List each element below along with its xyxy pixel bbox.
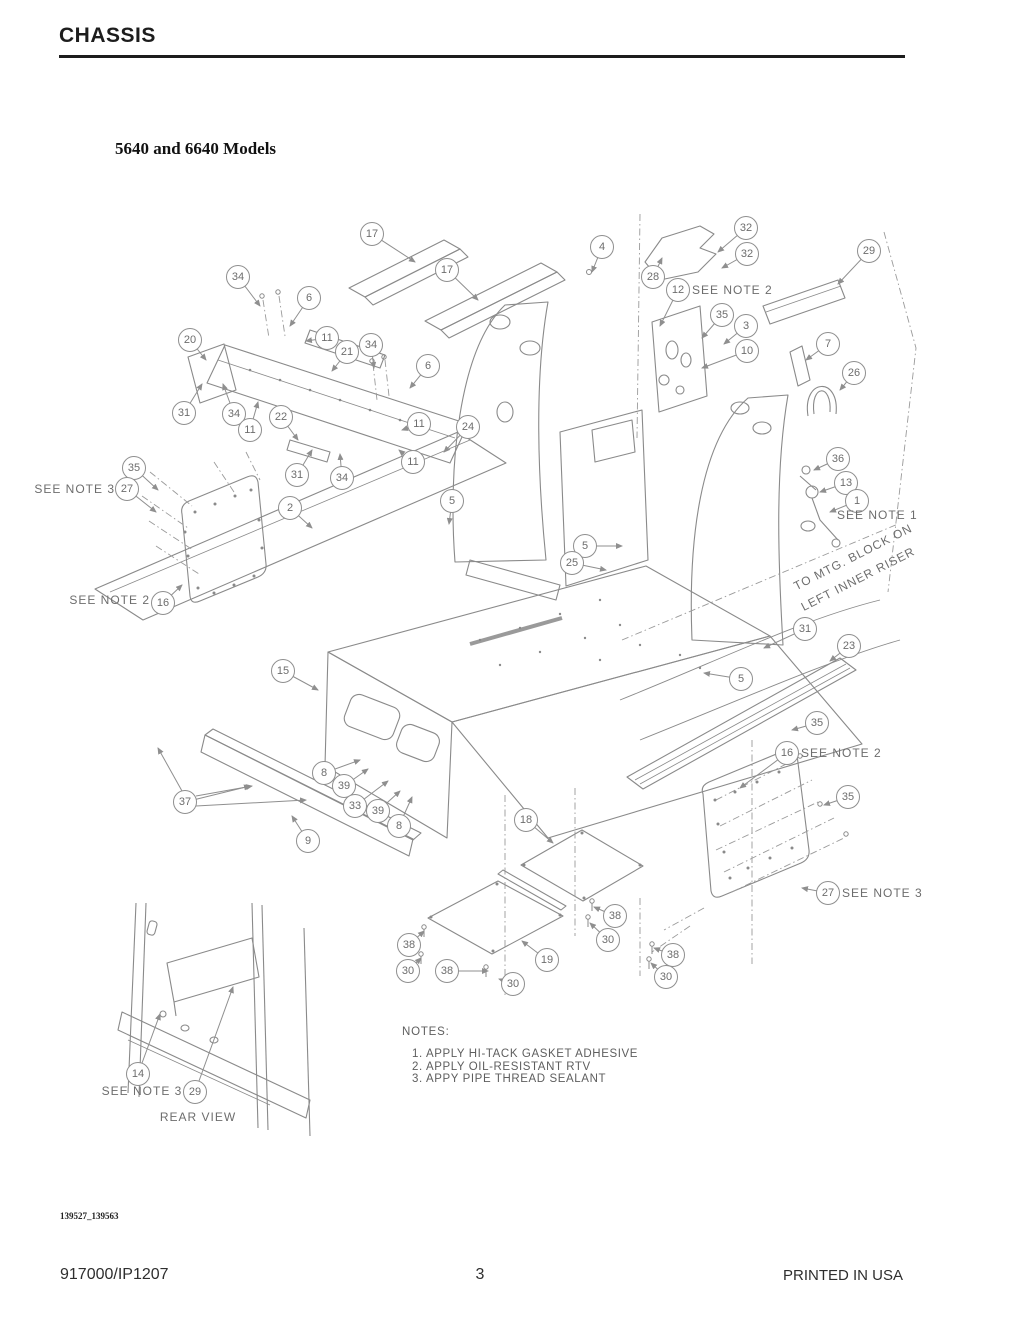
callout-6: 6: [297, 286, 321, 310]
callout-16: 16: [775, 741, 799, 765]
callout-29: 29: [857, 239, 881, 263]
callout-30: 30: [654, 965, 678, 989]
footer-page-number: 3: [475, 1266, 485, 1283]
callout-35: 35: [836, 785, 860, 809]
callout-6: 6: [416, 354, 440, 378]
callout-26: 26: [842, 361, 866, 385]
callout-11: 11: [315, 326, 339, 350]
callout-36: 36: [826, 447, 850, 471]
callout-1: 1: [845, 489, 869, 513]
callout-38: 38: [397, 933, 421, 957]
callout-25: 25: [560, 551, 584, 575]
callout-33: 33: [343, 794, 367, 818]
callout-35: 35: [710, 303, 734, 327]
callout-27: 27: [816, 881, 840, 905]
callout-34: 34: [226, 265, 250, 289]
see-note-3-label: SEE NOTE 3: [842, 886, 923, 900]
callout-23: 23: [837, 634, 861, 658]
callout-30: 30: [396, 959, 420, 983]
callout-11: 11: [407, 412, 431, 436]
callout-29: 29: [183, 1080, 207, 1104]
callout-35: 35: [805, 711, 829, 735]
callout-27: 27: [115, 477, 139, 501]
callout-22: 22: [269, 405, 293, 429]
callout-3: 3: [734, 314, 758, 338]
header-rule: [59, 55, 905, 58]
callout-4: 4: [590, 235, 614, 259]
callout-5: 5: [729, 667, 753, 691]
callout-38: 38: [661, 943, 685, 967]
callout-34: 34: [330, 466, 354, 490]
callout-31: 31: [793, 617, 817, 641]
page-title: CHASSIS: [59, 24, 156, 47]
callout-38: 38: [603, 904, 627, 928]
doc-code: 139527_139563: [60, 1211, 119, 1221]
callout-32: 32: [734, 216, 758, 240]
callout-11: 11: [401, 450, 425, 474]
callout-19: 19: [535, 948, 559, 972]
see-note-2-label: SEE NOTE 2: [801, 746, 882, 760]
callout-31: 31: [285, 463, 309, 487]
callout-16: 16: [151, 591, 175, 615]
callout-35: 35: [122, 456, 146, 480]
callout-15: 15: [271, 659, 295, 683]
callout-7: 7: [816, 332, 840, 356]
callout-28: 28: [641, 265, 665, 289]
see-note-3-label: SEE NOTE 3: [34, 482, 115, 496]
notes-heading: NOTES:: [402, 1026, 450, 1038]
callout-21: 21: [335, 340, 359, 364]
callout-2: 2: [278, 496, 302, 520]
callout-14: 14: [126, 1062, 150, 1086]
rear-view-label: REAR VIEW: [159, 1110, 237, 1124]
callout-12: 12: [666, 278, 690, 302]
callout-30: 30: [501, 972, 525, 996]
footer-part-number: 917000/IP1207: [60, 1266, 169, 1283]
callout-38: 38: [435, 959, 459, 983]
callout-17: 17: [360, 222, 384, 246]
callout-20: 20: [178, 328, 202, 352]
note-item: 1. APPLY HI-TACK GASKET ADHESIVE: [412, 1048, 639, 1060]
see-note-3-label: SEE NOTE 3: [101, 1084, 183, 1098]
footer-printed-in: PRINTED IN USA: [782, 1267, 903, 1284]
callout-31: 31: [172, 401, 196, 425]
callout-17: 17: [435, 258, 459, 282]
callout-37: 37: [173, 790, 197, 814]
model-subtitle: 5640 and 6640 Models: [115, 139, 277, 158]
callout-24: 24: [456, 415, 480, 439]
see-note-2-label: SEE NOTE 2: [69, 593, 150, 607]
callout-18: 18: [514, 808, 538, 832]
callout-34: 34: [222, 402, 246, 426]
note-item: 3. APPY PIPE THREAD SEALANT: [412, 1073, 607, 1085]
see-note-1-label: SEE NOTE 1: [837, 508, 918, 522]
callout-10: 10: [735, 339, 759, 363]
callout-11: 11: [238, 418, 262, 442]
callout-32: 32: [735, 242, 759, 266]
callout-8: 8: [312, 761, 336, 785]
callout-39: 39: [366, 799, 390, 823]
callout-8: 8: [387, 814, 411, 838]
see-note-2-label: SEE NOTE 2: [692, 283, 773, 297]
callout-30: 30: [596, 928, 620, 952]
callout-34: 34: [359, 333, 383, 357]
note-item: 2. APPLY OIL-RESISTANT RTV: [412, 1060, 591, 1073]
callout-5: 5: [440, 489, 464, 513]
callout-9: 9: [296, 829, 320, 853]
